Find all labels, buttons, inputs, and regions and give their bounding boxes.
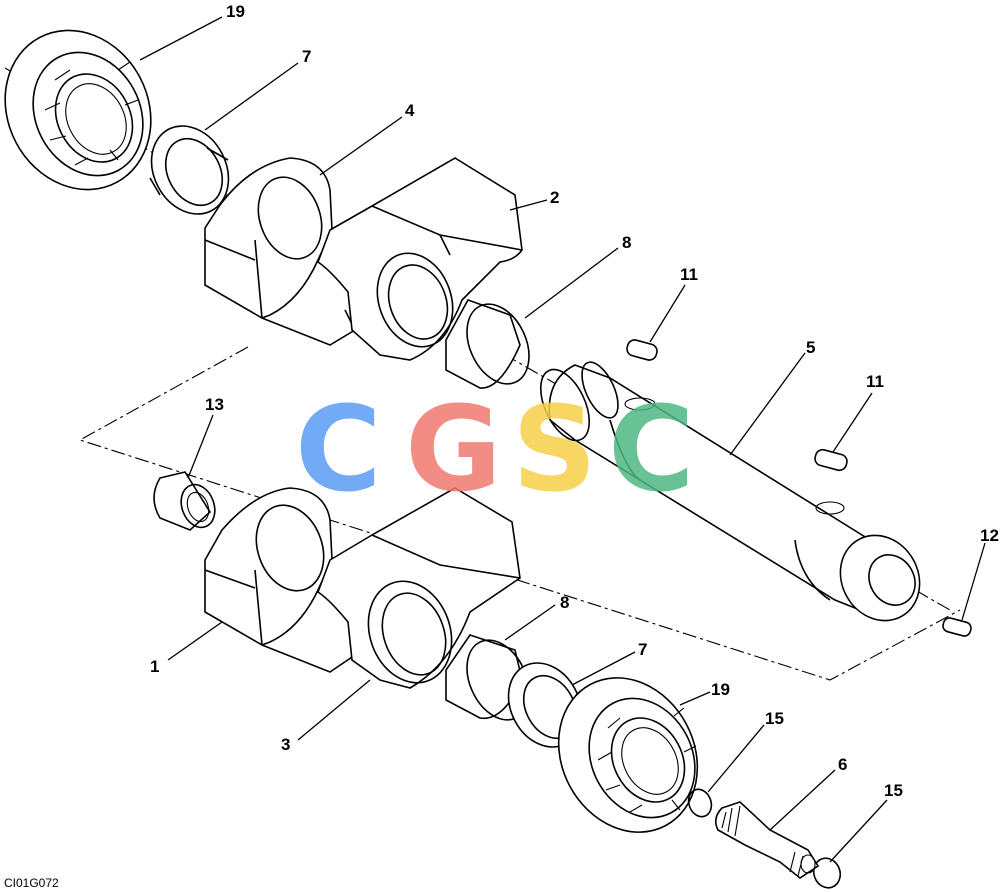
watermark-letter: C <box>608 380 695 518</box>
watermark-letter: G <box>405 380 502 518</box>
key-12 <box>942 617 972 637</box>
arm-3 <box>317 487 521 689</box>
callout-19-bottom: 19 <box>711 680 730 699</box>
bushing-13 <box>153 471 216 531</box>
callout-8-bottom: 8 <box>560 593 569 612</box>
callout-7-bottom: 7 <box>638 640 647 659</box>
sleeve-8-top <box>445 299 530 389</box>
watermark-letter: S <box>512 380 597 518</box>
snap-rings-15 <box>687 788 842 889</box>
drawing-code: CI01G072 <box>4 876 59 890</box>
bearing-19-top <box>4 29 152 191</box>
callout-15-bottom: 15 <box>884 781 903 800</box>
watermark-letter: C <box>295 380 382 518</box>
callout-11-bottom: 11 <box>866 372 884 391</box>
shaft-5 <box>539 361 921 622</box>
callout-6: 6 <box>838 755 847 774</box>
callout-5: 5 <box>806 338 815 357</box>
arm-1 <box>204 487 356 673</box>
callout-11-top: 11 <box>680 265 698 284</box>
splined-shaft-6 <box>714 801 820 879</box>
callout-13: 13 <box>205 395 224 414</box>
callout-1: 1 <box>150 657 159 676</box>
bushing-7-top <box>149 125 230 215</box>
callout-15-top: 15 <box>765 709 784 728</box>
keys-11 <box>626 339 848 472</box>
callout-labels: 19 7 4 2 8 11 5 11 13 12 8 1 7 19 3 15 6… <box>150 2 999 800</box>
leader-lines <box>139 16 986 863</box>
callout-3: 3 <box>281 735 290 754</box>
callout-7-top: 7 <box>302 47 311 66</box>
callout-8-top: 8 <box>622 233 631 252</box>
watermark: C G S C <box>295 380 695 518</box>
arm-2 <box>317 157 523 361</box>
callout-2: 2 <box>550 188 559 207</box>
callout-12: 12 <box>980 526 999 545</box>
callout-19-top: 19 <box>226 2 245 21</box>
bearing-19-bottom <box>557 677 699 833</box>
callout-4: 4 <box>405 101 415 120</box>
arm-4 <box>204 157 357 346</box>
